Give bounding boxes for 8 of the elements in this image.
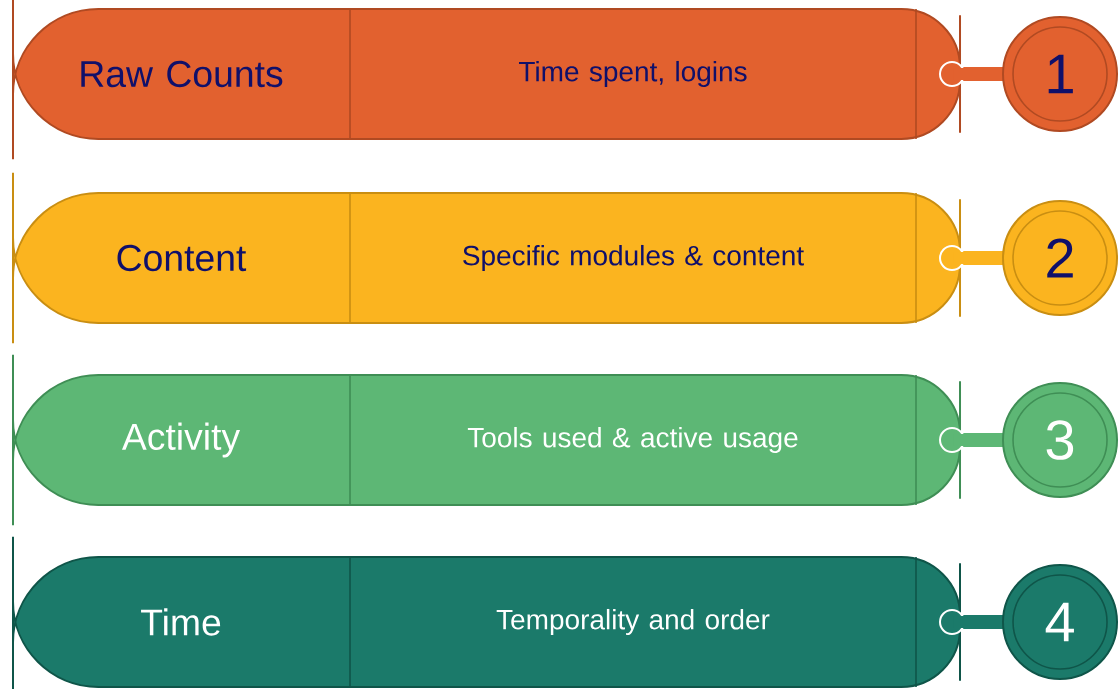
band: Activity Tools used & active usage <box>12 353 961 527</box>
band: Time Temporality and order <box>12 535 961 689</box>
node-label: 3 <box>1046 420 1074 460</box>
node-label: 4 <box>1045 602 1074 642</box>
band: Raw Counts Time spent, logins <box>12 0 961 161</box>
node-label: 1 <box>1048 54 1073 94</box>
band: Content Specific modules & content <box>12 171 961 345</box>
node-label: 2 <box>1047 238 1073 278</box>
